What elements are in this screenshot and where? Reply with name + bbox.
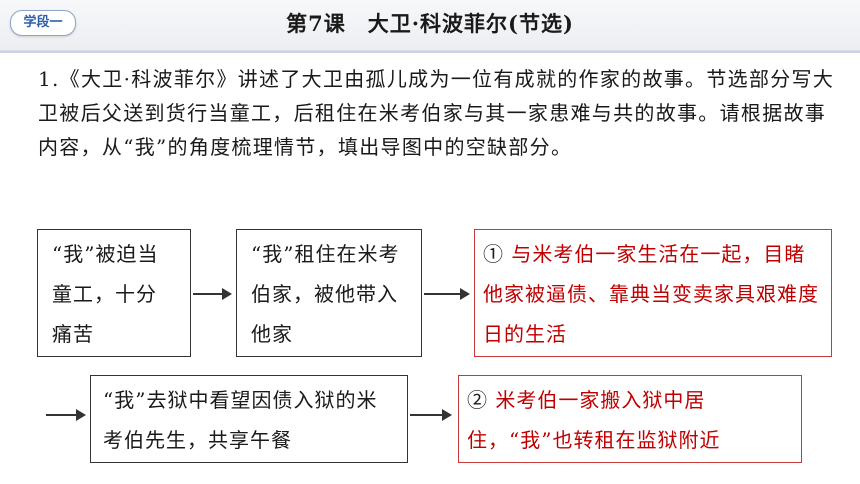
flow-arrow-4 — [410, 409, 452, 421]
header-bar: 学段一 第7课 大卫·科波菲尔(节选) — [0, 0, 860, 53]
question-text: 1.《大卫·科波菲尔》讲述了大卫由孤儿成为一位有成就的作家的故事。节选部分写大卫… — [38, 67, 835, 159]
section-badge[interactable]: 学段一 — [10, 10, 76, 36]
flow-box-2: “我”租住在米考伯家，被他带入他家 — [236, 229, 422, 357]
flow-box-5-answer: ② 米考伯一家搬入狱中居住，“我”也转租在监狱附近 — [458, 375, 802, 463]
answer-text-2: 米考伯一家搬入狱中居住，“我”也转租在监狱附近 — [467, 388, 721, 452]
flow-box-3-answer: ① 与米考伯一家生活在一起，目睹他家被逼债、靠典当变卖家具艰难度日的生活 — [474, 229, 832, 357]
answer-text-1: 与米考伯一家生活在一起，目睹他家被逼债、靠典当变卖家具艰难度日的生活 — [483, 242, 819, 346]
flow-arrow-1 — [193, 288, 232, 300]
flow-arrow-3 — [46, 409, 86, 421]
flow-box-4: “我”去狱中看望因债入狱的米考伯先生，共享午餐 — [90, 375, 408, 463]
flow-box-1: “我”被迫当童工，十分痛苦 — [37, 229, 191, 357]
page-title: 第7课 大卫·科波菲尔(节选) — [286, 11, 574, 36]
answer-number-2: ② — [467, 388, 488, 412]
answer-number-1: ① — [483, 242, 504, 266]
flow-arrow-2 — [424, 288, 470, 300]
